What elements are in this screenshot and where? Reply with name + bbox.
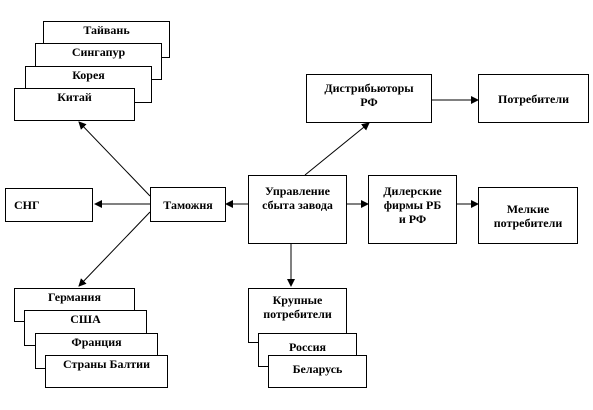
consumers-box: Потребители [478, 74, 589, 123]
asia-label-china: Китай [57, 90, 92, 104]
asia-label-taiwan: Тайвань [83, 23, 130, 37]
small-consumers-box: Мелкие потребители [478, 187, 578, 244]
europe-label-usa: США [70, 312, 101, 326]
asia-label-korea: Корея [72, 68, 105, 82]
europe-label-germany: Германия [48, 290, 101, 304]
asia-card-china: Китай [14, 88, 135, 121]
asia-label-singapore: Сингапур [71, 45, 126, 59]
large-consumers-label: Крупные потребители [263, 293, 332, 321]
customs-label: Таможня [163, 197, 213, 212]
sales-dept-label: Управление сбыта завода [262, 184, 333, 212]
large-label-russia: Россия [288, 340, 327, 354]
customs-box: Таможня [150, 187, 226, 222]
arrow-sales-to-distributors [304, 122, 370, 176]
sales-dept-box: Управление сбыта завода [248, 175, 347, 244]
europe-card-baltics: Страны Балтии [45, 355, 168, 388]
europe-label-france: Франция [71, 335, 122, 349]
distributors-label: Дистрибьюторы РФ [324, 81, 414, 109]
consumers-label: Потребители [498, 91, 569, 106]
large-card-belarus: Беларусь [268, 355, 367, 388]
europe-label-baltics: Страны Балтии [63, 357, 150, 371]
arrow-customs-to-europe [78, 211, 151, 287]
cis-box: СНГ [5, 188, 93, 222]
distributors-box: Дистрибьюторы РФ [306, 74, 432, 123]
small-consumers-label: Мелкие потребители [493, 201, 563, 230]
large-label-belarus: Беларусь [292, 362, 343, 376]
cis-label: СНГ [14, 198, 40, 212]
arrow-customs-to-asia [78, 121, 151, 197]
dealers-label: Дилерские фирмы РБ и РФ [383, 184, 442, 226]
dealers-box: Дилерские фирмы РБ и РФ [368, 175, 457, 244]
